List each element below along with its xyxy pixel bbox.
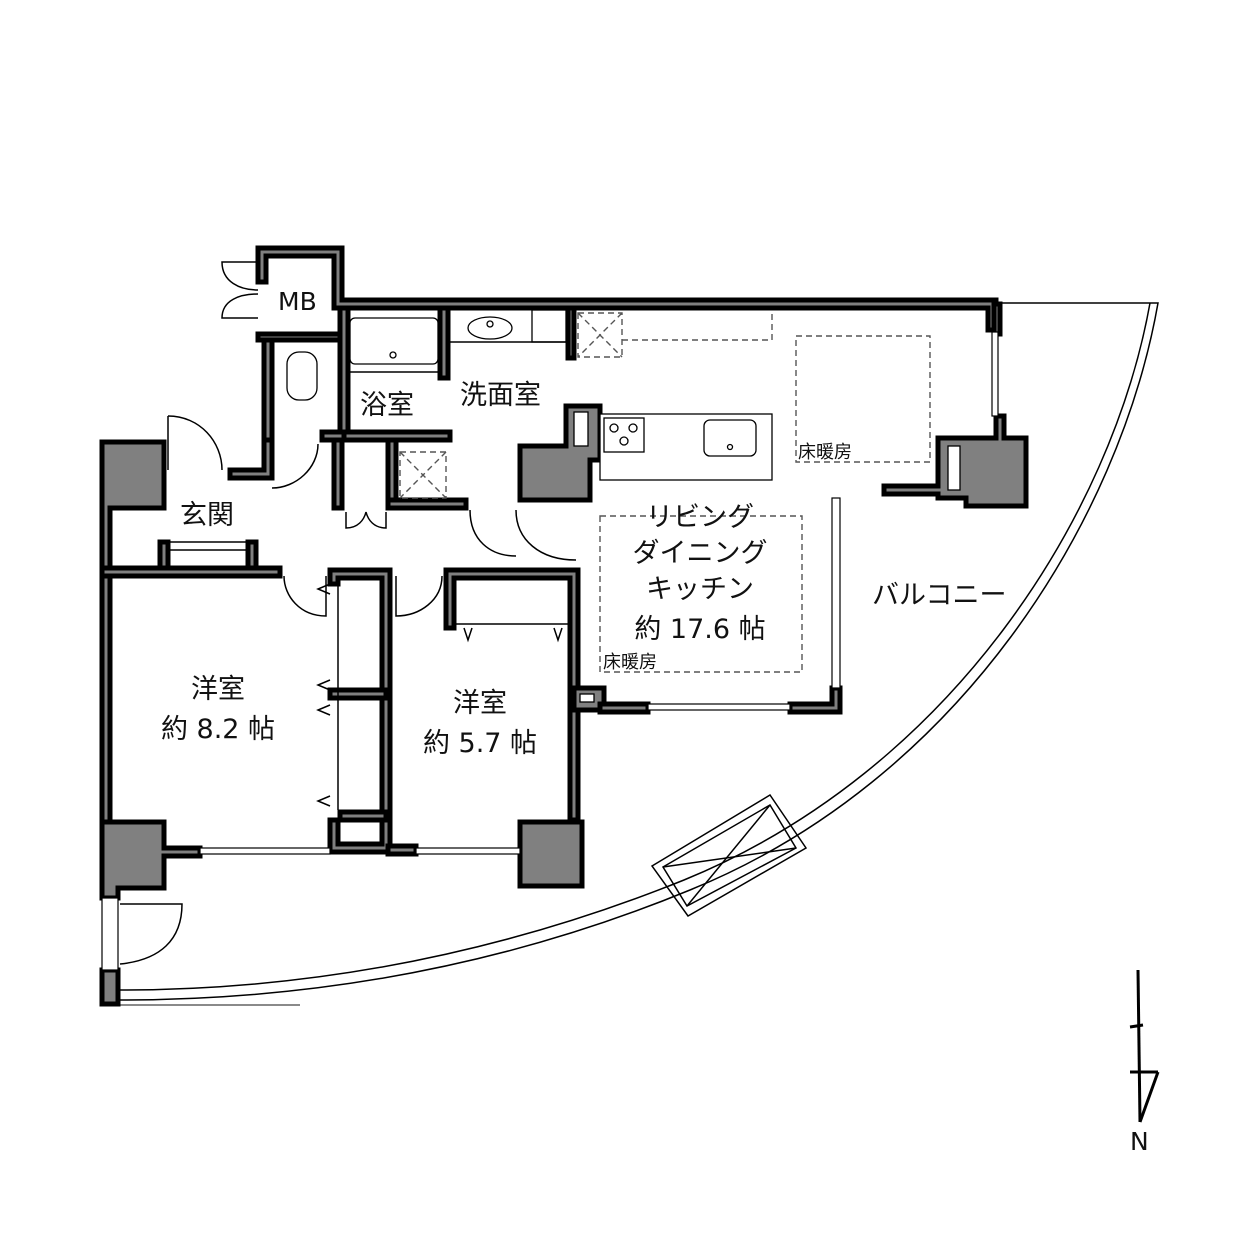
svg-text:リビング: リビング bbox=[646, 502, 754, 533]
svg-text:キッチン: キッチン bbox=[646, 574, 754, 605]
walls bbox=[99, 245, 1029, 1007]
svg-text:ダイニング: ダイニング bbox=[633, 538, 768, 569]
bath-label: 浴室 bbox=[360, 390, 414, 421]
mb-label: MB bbox=[278, 287, 317, 316]
kitchen-heating-label: 床暖房 bbox=[798, 442, 852, 463]
outdoor-unit bbox=[650, 793, 808, 917]
toilet-icon bbox=[286, 351, 318, 401]
balcony-label: バルコニー bbox=[872, 580, 1006, 611]
washbasin-icon bbox=[467, 316, 513, 340]
svg-text:約 5.7 帖: 約 5.7 帖 bbox=[423, 728, 537, 759]
svg-text:洋室: 洋室 bbox=[453, 688, 507, 719]
doors bbox=[119, 261, 577, 965]
living-heating-label: 床暖房 bbox=[603, 652, 657, 673]
washroom-label: 洗面室 bbox=[460, 380, 541, 411]
sink-icon bbox=[703, 419, 757, 457]
ldk-label: リビング ダイニング キッチン 約 17.6 帖 bbox=[633, 502, 768, 645]
stove-icon bbox=[603, 417, 645, 453]
svg-text:約 8.2 帖: 約 8.2 帖 bbox=[161, 714, 275, 745]
windows bbox=[101, 331, 999, 971]
entrance-label: 玄関 bbox=[180, 500, 234, 531]
balcony-outline bbox=[119, 302, 1159, 1006]
fixtures bbox=[168, 309, 931, 673]
north-label: N bbox=[1130, 1127, 1149, 1156]
bathtub-icon bbox=[349, 317, 439, 365]
svg-text:洋室: 洋室 bbox=[191, 674, 245, 705]
floor-heating-living bbox=[599, 515, 803, 673]
svg-text:約 17.6 帖: 約 17.6 帖 bbox=[634, 614, 765, 645]
north-arrow-icon: N bbox=[1129, 969, 1160, 1156]
bedroom1-label: 洋室 約 8.2 帖 bbox=[161, 674, 275, 745]
bedroom2-label: 洋室 約 5.7 帖 bbox=[423, 688, 537, 759]
